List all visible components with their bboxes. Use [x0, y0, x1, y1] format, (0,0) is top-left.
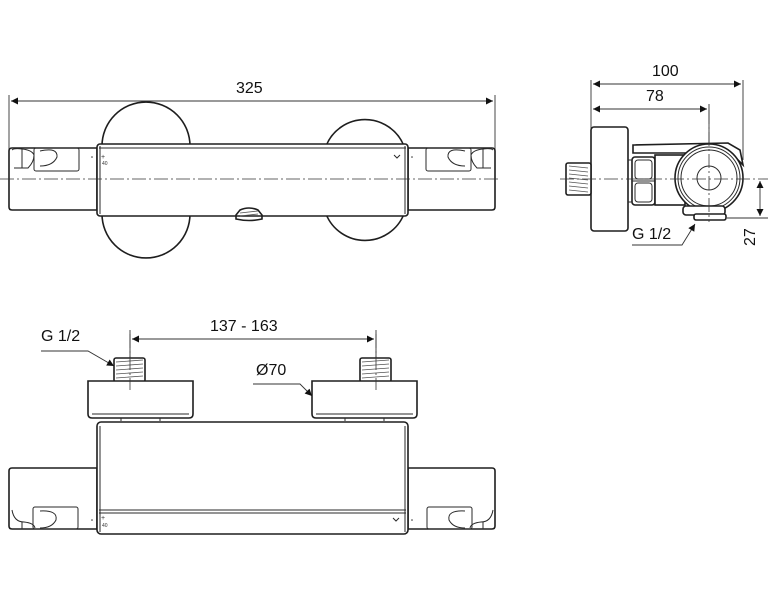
leader-inlet-thread: [41, 350, 115, 367]
mixer-body-bottom: + 40: [91, 421, 413, 535]
temp-plus-mark-bottom: +: [101, 515, 105, 522]
leader-escutcheon-diameter: [253, 383, 313, 397]
temp-plus-mark: +: [101, 154, 105, 161]
dimension-overall-length: [8, 95, 496, 150]
label-inlet-spacing: 137 - 163: [210, 318, 278, 335]
chevron-mark-bottom: [392, 517, 400, 522]
label-outlet-offset: 27: [742, 228, 759, 246]
bottom-outlet-thread: [693, 213, 727, 221]
front-view-top: + 40: [0, 95, 500, 259]
right-knob-top: [325, 118, 405, 147]
label-inlet-thread: G 1/2: [41, 328, 81, 345]
chevron-mark: [393, 154, 401, 159]
right-knob-bottom: [325, 213, 405, 242]
label-overall-length: 325: [236, 80, 263, 97]
right-end-cap-bottom: [407, 467, 496, 530]
mixer-body-top: + 40: [91, 143, 413, 217]
temp-40-mark: 40: [102, 161, 108, 167]
front-view-bottom: + 40: [8, 330, 496, 535]
label-depth-center: 78: [646, 88, 664, 105]
side-view: [560, 80, 768, 246]
leader-outlet-thread: [632, 223, 696, 246]
left-knob-bottom: [101, 213, 191, 259]
label-escutcheon-diameter: Ø70: [256, 362, 287, 379]
left-inlet: [87, 357, 194, 421]
label-outlet-thread: G 1/2: [632, 226, 672, 243]
label-depth-total: 100: [652, 63, 679, 80]
left-end-cap-bottom: [8, 467, 98, 530]
right-inlet: [311, 357, 418, 421]
outlet-nozzle: [235, 207, 263, 222]
left-knob-top: [101, 101, 191, 147]
temp-40-mark-bottom: 40: [102, 523, 108, 529]
hex-nut: [628, 156, 656, 206]
